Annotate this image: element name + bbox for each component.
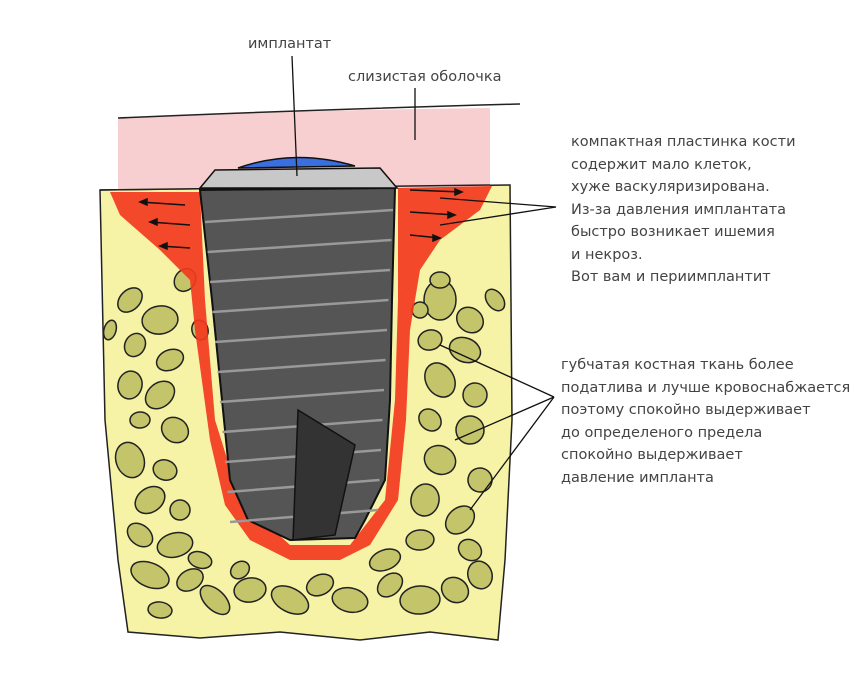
- bone-trabecula: [155, 348, 185, 372]
- implant-thread: [217, 358, 386, 374]
- bone-trabecula: [147, 601, 173, 619]
- bone-trabecula: [440, 576, 470, 604]
- note-line: содержит мало клеток,: [571, 156, 752, 173]
- implant-thread: [204, 208, 394, 224]
- bone-trabecula: [368, 548, 402, 572]
- leader-lines: [291, 55, 557, 511]
- note-line: и некроз.: [571, 246, 643, 263]
- bone-trabecula: [423, 444, 457, 476]
- note-line: Вот вам и периимплантит: [571, 269, 771, 285]
- implant-cap: [198, 167, 399, 189]
- bone-trabecula: [123, 332, 147, 358]
- note-line: хуже васкуляризирована.: [571, 179, 770, 195]
- bone-trabecula: [144, 380, 176, 410]
- bone-trabecula: [156, 531, 194, 559]
- bone-trabecula: [424, 362, 456, 398]
- spongy-bone-note: губчатая костная ткань более податлива и…: [561, 354, 850, 489]
- bone-trabecula: [270, 585, 310, 615]
- bone-trabecula: [462, 382, 488, 408]
- mucosa: [118, 108, 490, 190]
- implant-thread: [207, 238, 392, 254]
- bone-trabecula: [134, 485, 166, 515]
- bone-trabecula: [466, 560, 494, 590]
- bone-trabecula: [444, 505, 476, 535]
- bone-trabecula: [102, 319, 118, 341]
- bone-trabecula: [160, 416, 190, 444]
- bone-trabecula: [331, 586, 369, 614]
- bone-trabecula: [233, 577, 267, 603]
- implant-thread: [219, 388, 385, 404]
- mucosa-label: слизистая оболочка: [348, 69, 502, 85]
- note-line: спокойно выдерживает: [561, 447, 743, 463]
- bone-trabecula: [176, 568, 204, 592]
- bone-trabecula: [376, 572, 404, 598]
- note-line: Из-за давления имплантата: [571, 201, 787, 218]
- bone-trabecula: [410, 483, 440, 517]
- bone-trabecula: [417, 329, 443, 351]
- bone-trabecula: [152, 459, 178, 481]
- note-line: податлива и лучше кровоснабжается: [561, 379, 851, 396]
- bone-trabecula: [399, 585, 441, 615]
- note-line: компактная пластинка кости: [571, 134, 796, 150]
- bone-trabecula: [429, 271, 451, 289]
- bone-trabecula: [117, 370, 143, 400]
- note-line: губчатая костная ткань более: [561, 357, 794, 373]
- note-line: давление импланта: [561, 469, 714, 486]
- bone-trabecula: [129, 411, 151, 429]
- bone-trabecula: [305, 573, 335, 597]
- bone-trabecula: [169, 499, 191, 521]
- bone-trabecula: [126, 522, 154, 548]
- bone-trabecula: [229, 560, 251, 580]
- compact-bone-note: компактная пластинка кости содержит мало…: [571, 131, 796, 289]
- bone-trabecula: [418, 408, 442, 432]
- implant-label: имплантат: [248, 36, 332, 52]
- note-line: быстро возникает ишемия: [571, 224, 775, 240]
- implant-thread: [212, 298, 389, 314]
- implant-thread: [214, 328, 388, 344]
- implant-thread: [209, 268, 391, 284]
- bone-trabecula: [467, 467, 493, 493]
- implant-cut-slot: [292, 408, 356, 541]
- bone-trabecula: [130, 560, 170, 590]
- bone-trabecula: [405, 529, 435, 551]
- pressure-arrows: [138, 187, 464, 251]
- bone-trabecula: [187, 550, 213, 570]
- bone-trabecula: [141, 305, 179, 335]
- mucosa-top-edge: [117, 103, 521, 119]
- bone-trabecula: [114, 441, 146, 479]
- bone-trabecula: [199, 584, 231, 616]
- bone-trabecula: [457, 538, 483, 562]
- necrosis-zone: [110, 186, 492, 560]
- note-line: до определеного предела: [561, 424, 763, 441]
- bone-trabecula: [448, 336, 482, 364]
- note-line: поэтому спокойно выдерживает: [561, 402, 811, 418]
- bone-trabecula: [484, 288, 506, 312]
- bone-trabecula: [117, 287, 143, 313]
- bone-trabecula: [455, 306, 485, 334]
